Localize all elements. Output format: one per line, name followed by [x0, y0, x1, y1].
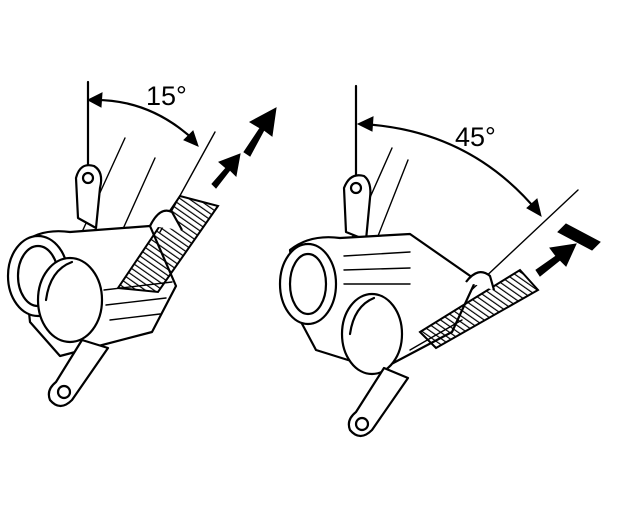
left-guide-line-2 — [117, 157, 156, 241]
left-angle-label: 15° — [146, 81, 187, 111]
right-guide-line-2 — [377, 159, 409, 237]
left-front-spool-shade — [44, 260, 74, 302]
left-retractor-assembly: 15° — [6, 80, 277, 408]
right-housing-rib-1 — [343, 251, 411, 257]
left-belt-guide-loop — [149, 209, 183, 231]
left-housing-rib-2 — [105, 297, 167, 306]
left-housing-rib-3 — [109, 313, 161, 321]
right-top-mount-tab — [342, 174, 372, 242]
right-housing-rib-2 — [343, 267, 411, 271]
right-large-arrow-icon — [557, 223, 601, 251]
right-angle-label: 45° — [455, 122, 496, 152]
right-angle-arc — [360, 122, 540, 214]
right-belt-webbing — [418, 268, 540, 350]
left-arc-arrowhead-end — [183, 130, 199, 147]
left-top-mount-tab — [74, 164, 103, 230]
right-front-spool-shade — [348, 296, 376, 336]
right-top-mount-hole — [349, 181, 363, 195]
left-front-spool — [36, 256, 104, 344]
right-bottom-mount-hole — [354, 416, 370, 432]
left-arc-arrowhead-start — [86, 92, 103, 108]
right-small-arrow-icon — [535, 243, 577, 277]
right-arc-arrowhead-start — [356, 116, 374, 132]
left-small-arrow-icon — [211, 153, 241, 189]
left-large-arrow-icon — [243, 107, 277, 157]
right-belt-guide-loop — [465, 271, 496, 291]
right-rear-spool-rim — [288, 252, 328, 316]
left-bottom-mount-hole — [56, 384, 72, 400]
right-arc-arrowhead-end — [526, 198, 542, 218]
left-top-mount-hole — [81, 171, 95, 185]
right-rear-spool — [278, 242, 338, 326]
left-angle-arc — [88, 98, 198, 144]
right-retractor-assembly: 45° — [278, 84, 601, 438]
